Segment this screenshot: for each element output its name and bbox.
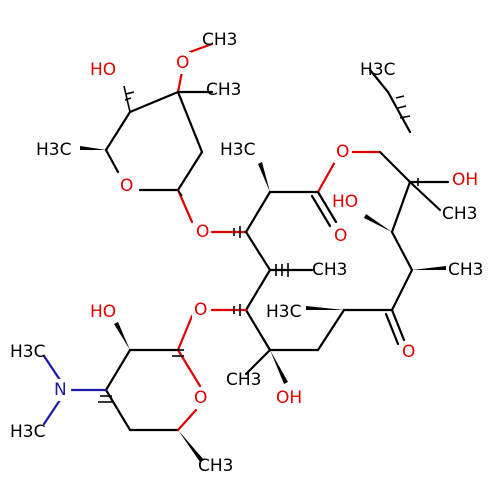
wedge-bond bbox=[412, 266, 446, 270]
bond bbox=[316, 308, 346, 352]
bond bbox=[104, 110, 132, 152]
wedge-bond bbox=[80, 146, 106, 150]
methyl-label: H3C bbox=[266, 302, 301, 322]
bond bbox=[378, 150, 412, 184]
ring-oxygen-label: O bbox=[120, 176, 133, 196]
bond bbox=[310, 194, 332, 228]
bond bbox=[176, 150, 204, 192]
n-methyl-label: H3C bbox=[10, 422, 45, 442]
bond bbox=[42, 354, 62, 382]
wedge-bond bbox=[114, 322, 130, 350]
bond bbox=[316, 158, 338, 194]
ring-oxygen-label: O bbox=[194, 388, 207, 408]
bond bbox=[244, 348, 272, 376]
bond bbox=[244, 308, 272, 352]
bond bbox=[390, 180, 412, 234]
hydroxyl-label: OH bbox=[452, 170, 478, 190]
bond bbox=[368, 68, 390, 94]
hash-bond bbox=[124, 97, 132, 101]
bond bbox=[104, 148, 120, 174]
bond bbox=[188, 42, 214, 54]
methyl-label: CH3 bbox=[198, 456, 233, 476]
methyl-label: CH3 bbox=[448, 260, 483, 280]
methyl-label: CH3 bbox=[442, 204, 477, 224]
hydroxyl-label: HO bbox=[90, 60, 116, 80]
methoxy-methyl-label: CH3 bbox=[202, 30, 237, 50]
atom-labels: O CH3 HO CH3 H3C O O H3C O O H3C OH HO C… bbox=[10, 30, 483, 476]
methyl-label: CH3 bbox=[226, 370, 261, 390]
glycosidic-oxygen-label: O bbox=[196, 222, 209, 242]
bond bbox=[176, 70, 184, 94]
bond bbox=[176, 314, 194, 352]
hash-bond bbox=[125, 91, 135, 95]
n-methyl-label: H3C bbox=[10, 342, 45, 362]
bond bbox=[244, 230, 272, 272]
lactone-oxygen-label: O bbox=[336, 142, 349, 162]
methoxy-oxygen-label: O bbox=[176, 53, 189, 73]
methyl-label: H3C bbox=[220, 140, 255, 160]
methyl-label: H3C bbox=[36, 140, 71, 160]
hash-bond bbox=[177, 189, 183, 197]
bond bbox=[316, 190, 338, 224]
wedge-bond bbox=[178, 430, 204, 462]
hydroxyl-label: HO bbox=[90, 302, 116, 322]
methyl-label: CH3 bbox=[206, 80, 241, 100]
carbonyl-oxygen-label: O bbox=[334, 226, 347, 246]
hydroxyl-label: HO bbox=[332, 192, 358, 212]
bond bbox=[390, 230, 414, 272]
wedge-bond bbox=[270, 350, 288, 384]
hydroxyl-label: OH bbox=[276, 388, 302, 408]
wedge-bond bbox=[306, 306, 344, 310]
nitrogen-label: N bbox=[54, 380, 67, 400]
ethyl-methyl-label: H3C bbox=[360, 60, 395, 80]
ketone-oxygen-label: O bbox=[402, 342, 415, 362]
bond bbox=[176, 188, 194, 224]
glycosidic-oxygen-label: O bbox=[194, 300, 207, 320]
bond bbox=[176, 90, 204, 154]
bond bbox=[176, 408, 198, 432]
hashed-bonds bbox=[98, 85, 419, 403]
hash-bond bbox=[399, 115, 411, 119]
bond bbox=[408, 180, 442, 212]
methyl-label: CH3 bbox=[312, 260, 347, 280]
bond bbox=[384, 312, 400, 346]
bond bbox=[390, 308, 406, 342]
bond bbox=[390, 268, 414, 312]
wedge-bond bbox=[258, 162, 270, 192]
bond bbox=[244, 268, 272, 312]
bond bbox=[104, 348, 132, 392]
wedge-bond bbox=[364, 214, 392, 232]
hash-bond bbox=[395, 95, 405, 99]
bonds bbox=[42, 42, 450, 462]
bond bbox=[244, 190, 272, 234]
bond bbox=[386, 90, 412, 134]
bond bbox=[42, 398, 62, 426]
bond bbox=[128, 90, 180, 114]
hash-bond bbox=[397, 105, 407, 109]
